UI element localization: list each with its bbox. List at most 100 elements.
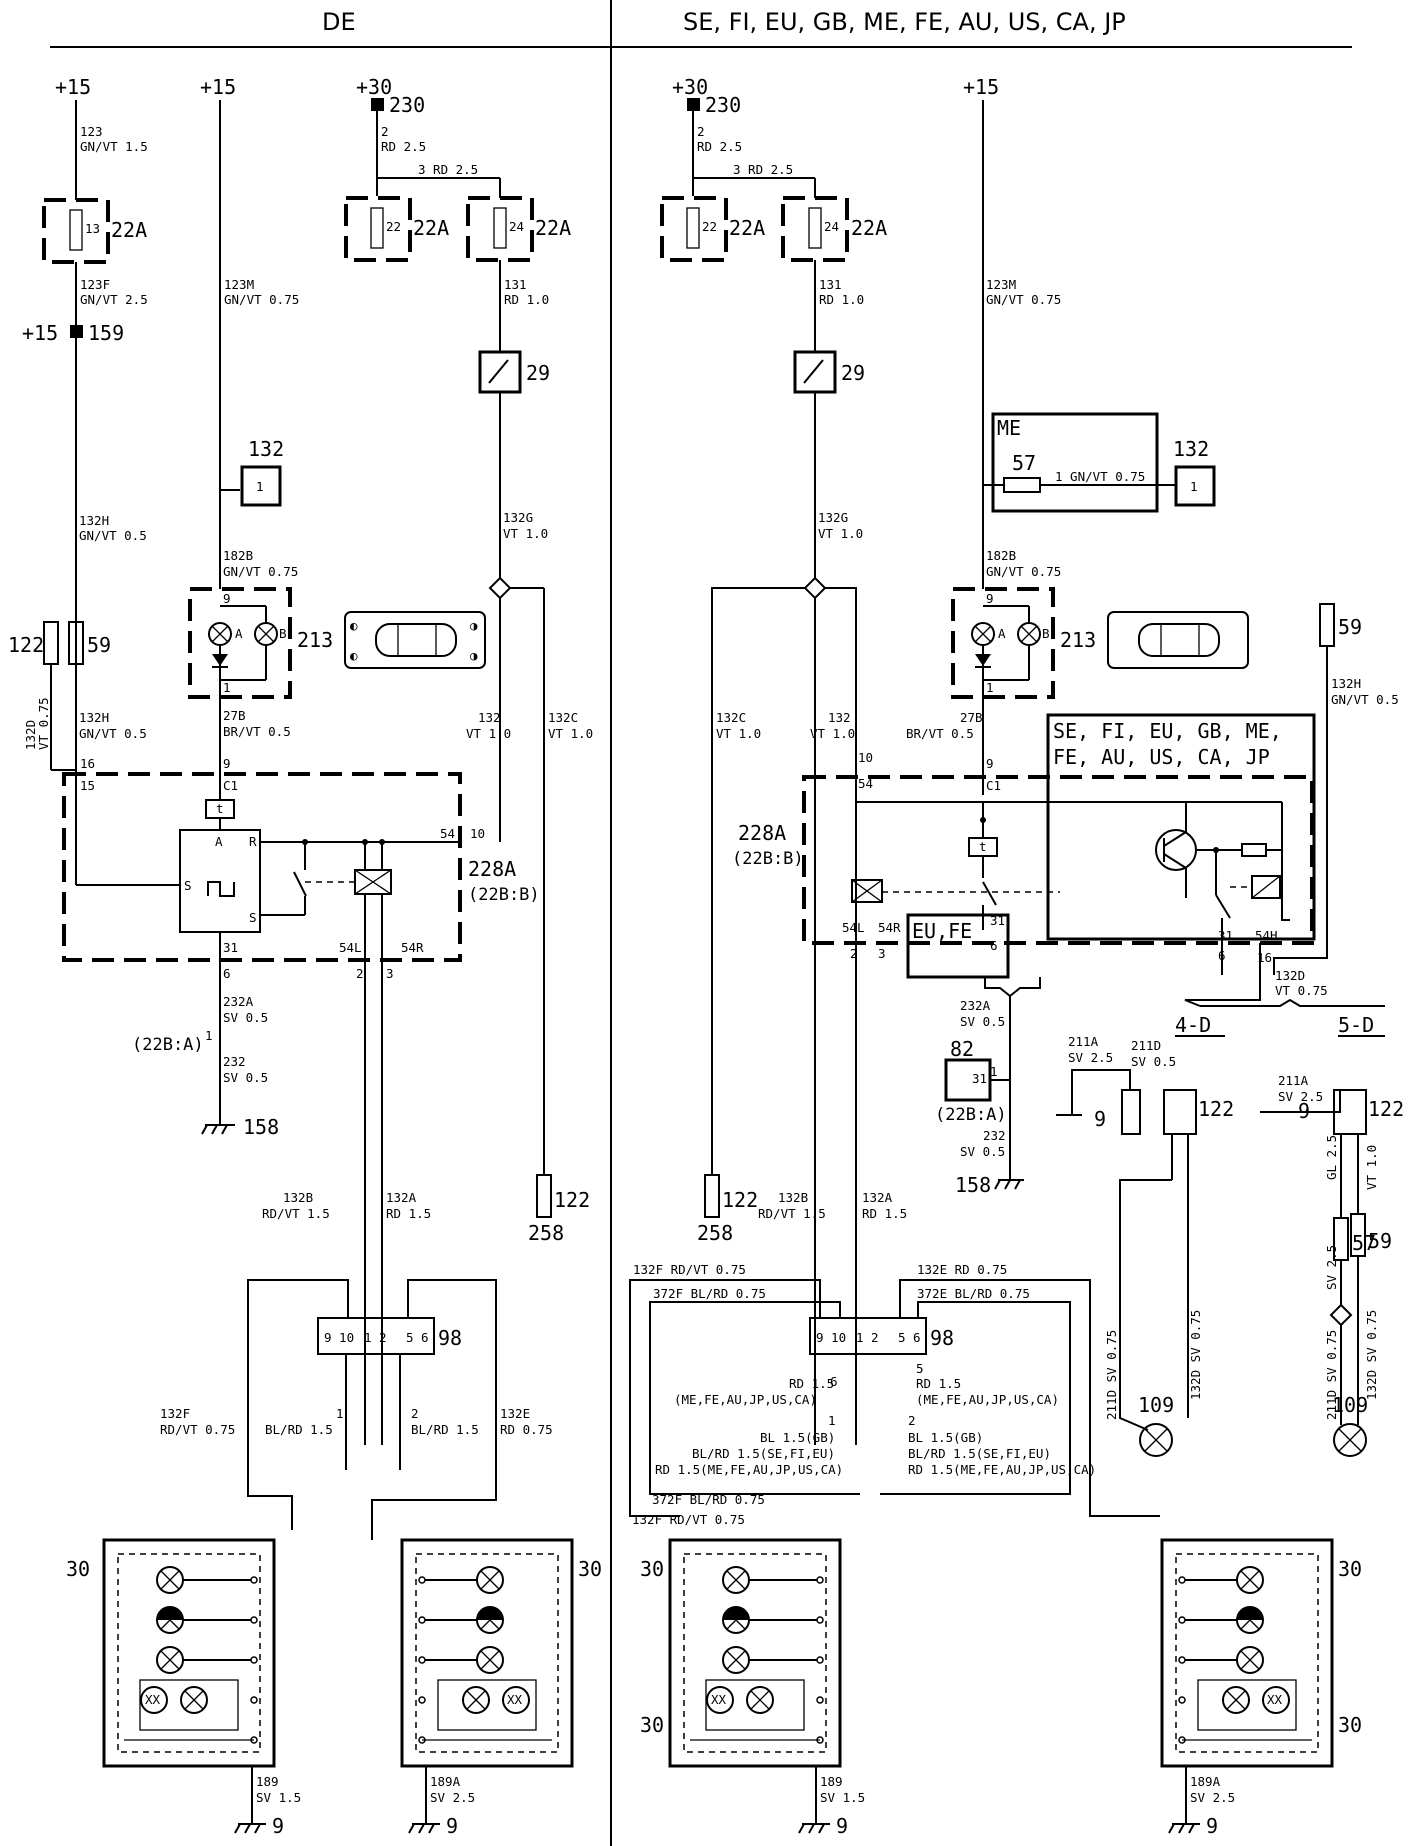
connector-122-lower [536, 1174, 552, 1218]
r-relay-228a-label: 228A [738, 821, 786, 845]
variant-line-1: SE, FI, EU, GB, ME, [1053, 719, 1282, 743]
fuse-24-box-label: 22A [535, 216, 571, 240]
relay-228a [62, 772, 462, 962]
r-wire-372e-top: 372E BL/RD 0.75 [917, 1286, 1030, 1301]
lamp-cluster-inner [117, 1553, 261, 1753]
wire-123-color: GN/VT 1.5 [80, 139, 148, 154]
r-supply-15-label: +15 [963, 75, 999, 99]
r-relay-coil-2 [1251, 875, 1281, 899]
lamp-cluster-frame [1160, 1538, 1334, 1768]
r-wire-132-color: VT 1.0 [810, 726, 855, 741]
r-lamp-b-label: B [1042, 626, 1050, 641]
splice-5d [1329, 1303, 1353, 1327]
connector-132-pin: 1 [256, 479, 264, 494]
svg-text:◐: ◐ [350, 648, 358, 663]
r-fuse-box-24 [781, 196, 849, 262]
r-wire-232a-color: SV 0.5 [960, 1014, 1005, 1029]
fuse-box-22 [344, 196, 412, 262]
ground-9-5d: 9 [1298, 1099, 1310, 1123]
wire-132-color: VT 1.0 [466, 726, 511, 741]
c98-pins-1-2: 1 2 [364, 1330, 387, 1345]
label-5d: 5-D [1338, 1013, 1374, 1037]
r-rd15-right-variants: (ME,FE,AU,JP,US,CA) [916, 1392, 1059, 1407]
wire-2-color: RD 2.5 [381, 139, 426, 154]
r-ground-158-label: 158 [955, 1173, 991, 1197]
ground-9-label: 9 [1206, 1814, 1218, 1838]
bulb-109-5d-label: 109 [1332, 1393, 1368, 1417]
fuse-13 [69, 209, 83, 251]
r-rd15-left-long: RD 1.5(ME,FE,AU,JP,US,CA) [655, 1462, 843, 1477]
wire-132c-color: VT 1.0 [548, 726, 593, 741]
wire-131-color: RD 1.0 [504, 292, 549, 307]
lamp-cluster-frame [400, 1538, 574, 1768]
bulb-109-5d [1333, 1423, 1367, 1457]
r-supply-30-label: +30 [672, 75, 708, 99]
r-connector-132-pin: 1 [1190, 479, 1198, 494]
splice-node [488, 576, 512, 600]
lamp-cluster-label: 30 [640, 1557, 664, 1581]
r-indicator-213 [951, 587, 1055, 699]
connector-122-5d [1333, 1089, 1367, 1135]
w211a-5d-color: SV 2.5 [1278, 1089, 1323, 1104]
pin-r: R [249, 834, 257, 849]
lamp-b-label: B [279, 626, 287, 641]
wire-132-label: 132 [478, 710, 501, 725]
w211a-5d-gl: GL 2.5 [1324, 1135, 1339, 1180]
wire-182b-color: GN/VT 0.75 [223, 564, 298, 579]
r-connector-122-label: 122 [722, 1188, 758, 1212]
connector-132-label: 132 [248, 437, 284, 461]
r-rd15-left-variants: (ME,FE,AU,JP,US,CA) [674, 1392, 817, 1407]
r-pin-c1: C1 [986, 778, 1001, 793]
r-bl15gb-left: BL 1.5(GB) [760, 1430, 835, 1445]
lamp-cluster-label: 30 [1338, 1557, 1362, 1581]
lamp-cluster-inner [415, 1553, 559, 1753]
w211a-5d: 211A [1278, 1073, 1309, 1088]
ground-9-label: 9 [446, 1814, 458, 1838]
ground-9-label: 9 [272, 1814, 284, 1838]
r-wire-27b-label: 27B [960, 710, 983, 725]
wire-132h-lower-color: GN/VT 0.5 [79, 726, 147, 741]
pin-1-98: 1 [336, 1406, 344, 1421]
wire-132e-color: RD 0.75 [500, 1422, 553, 1437]
pin-2-98: 2 [411, 1406, 419, 1421]
connector-59-label: 59 [87, 633, 111, 657]
reverse-bulb-icon [746, 1686, 774, 1714]
ground-wire-color: SV 1.5 [820, 1790, 865, 1805]
timer-t-label: t [216, 801, 224, 816]
w211a-4d: 211A [1068, 1034, 1099, 1049]
w132d-5d: VT 1.0 [1364, 1145, 1379, 1190]
r-pin-31-b: 31 [1218, 928, 1233, 943]
r-wire-132b-label: 132B [778, 1190, 808, 1205]
me-label: ME [997, 416, 1021, 440]
r-c98-pins-5-6: 5 6 [898, 1330, 921, 1345]
r-pin-54l: 54L [842, 920, 865, 935]
wire-132e-label: 132E [500, 1406, 530, 1421]
connector-98-label: 98 [438, 1326, 462, 1350]
r-wire-132f-top: 132F RD/VT 0.75 [633, 1262, 746, 1277]
ground-wire-color: SV 1.5 [256, 1790, 301, 1805]
r-blrd-left: BL/RD 1.5(SE,FI,EU) [692, 1446, 835, 1461]
ground-wire-label: 189A [430, 1774, 461, 1789]
r-pin-5-98: 5 [916, 1361, 924, 1376]
fuse-box-24 [466, 196, 534, 262]
r-splice-node [803, 576, 827, 600]
indicator-213-label: 213 [297, 628, 333, 652]
fuse-22-box-label: 22A [413, 216, 449, 240]
wire-132a-label: 132A [386, 1190, 417, 1205]
r-switch-29 [793, 350, 837, 394]
fuse-22 [370, 207, 384, 249]
connector-59 [68, 621, 84, 665]
lamp-cluster-label: 30 [578, 1557, 602, 1581]
svg-text:◑: ◑ [470, 648, 478, 663]
wire-123m-label: 123M [224, 277, 254, 292]
wire-27b-color: BR/VT 0.5 [223, 724, 291, 739]
fuse-22-number: 22 [386, 219, 401, 234]
bulb-109-4d [1139, 1423, 1173, 1457]
fuse-13-box-label: 22A [111, 218, 147, 242]
r-wire-232-label: 232 [983, 1128, 1006, 1143]
ground-9-4d: 9 [1094, 1107, 1106, 1131]
connector-122-5d-label: 122 [1368, 1097, 1404, 1121]
ground-158-label: 158 [243, 1115, 279, 1139]
